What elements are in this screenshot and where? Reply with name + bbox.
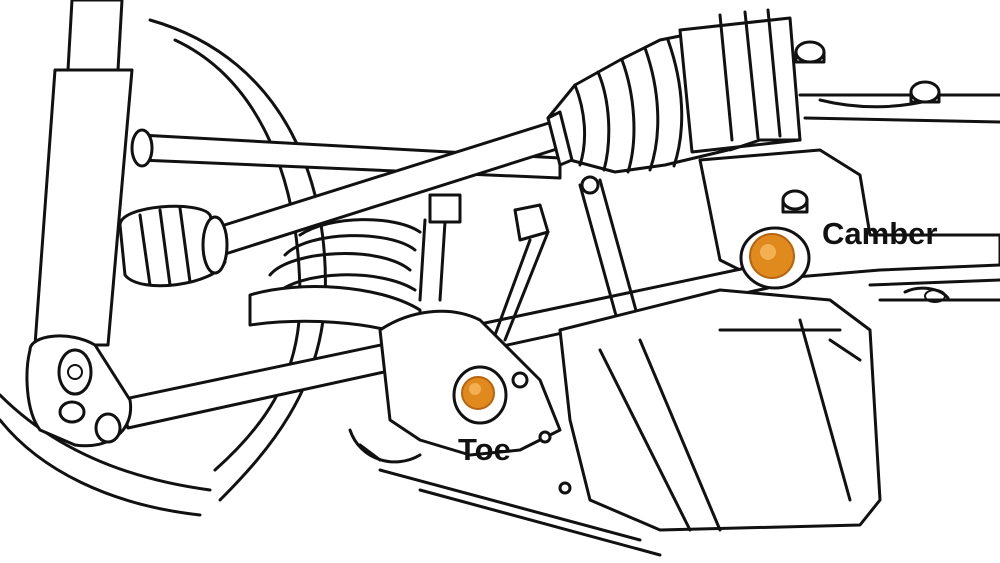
camber-bolt — [739, 226, 811, 290]
spring-area — [248, 218, 422, 342]
end-links — [418, 175, 642, 342]
cv-boot-outer — [546, 8, 802, 174]
camber-label: Camber — [822, 216, 938, 251]
body-panel — [378, 288, 882, 557]
toe-bolt — [452, 365, 508, 425]
subframe-bolts — [781, 40, 941, 214]
knuckle — [25, 334, 133, 448]
drive-shaft-inner — [118, 120, 562, 288]
shock-absorber — [33, 0, 134, 347]
toe-label: Toe — [458, 432, 511, 467]
